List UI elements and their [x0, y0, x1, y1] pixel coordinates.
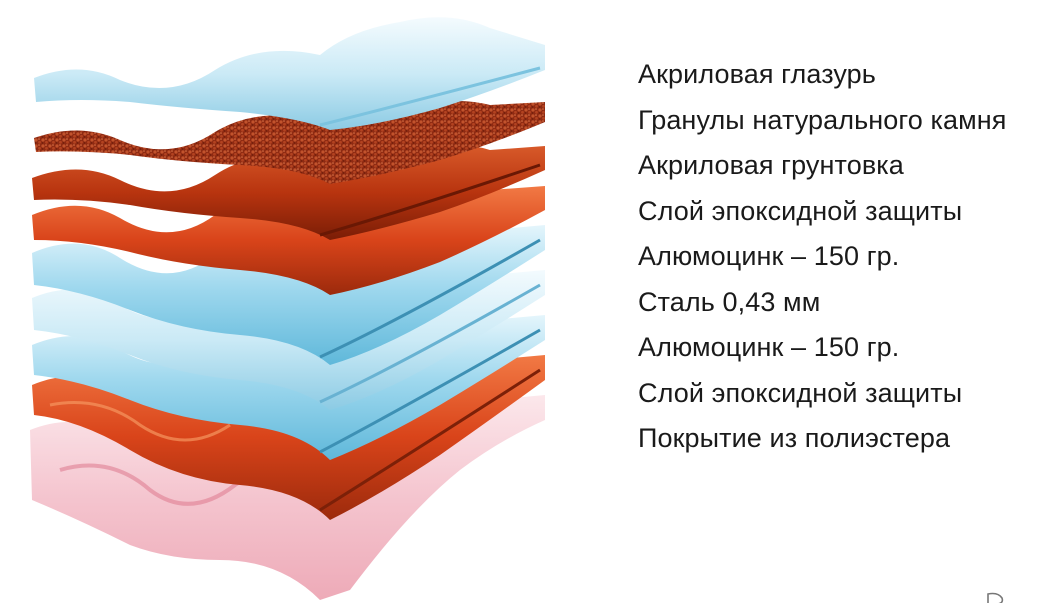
layer-natural-stone-granules: [34, 101, 545, 184]
layer-label: Алюмоцинк – 150 гр.: [638, 332, 900, 362]
layer-label-list: Акриловая глазурь Гранулы натурального к…: [638, 52, 1006, 462]
layer-label: Слой эпоксидной защиты: [638, 195, 963, 226]
layer-label: Слой эпоксидной защиты: [638, 377, 963, 408]
layer-acrylic-primer: [32, 145, 545, 240]
layer-label: Гранулы натурального камня: [638, 104, 1007, 135]
layer-label: Акриловая грунтовка: [638, 150, 904, 180]
layer-label: Акриловая глазурь: [638, 59, 876, 89]
layer-label: Алюмоцинк – 150 гр.: [638, 241, 900, 271]
layer-label: Сталь 0,43 мм: [638, 286, 821, 317]
layer-acrylic-glaze: [34, 17, 545, 131]
layer-label: Покрытие из полиэстера: [638, 423, 951, 453]
roof-tile-layers-illustration: [30, 17, 545, 600]
corner-fragment-mark: [987, 592, 1004, 603]
